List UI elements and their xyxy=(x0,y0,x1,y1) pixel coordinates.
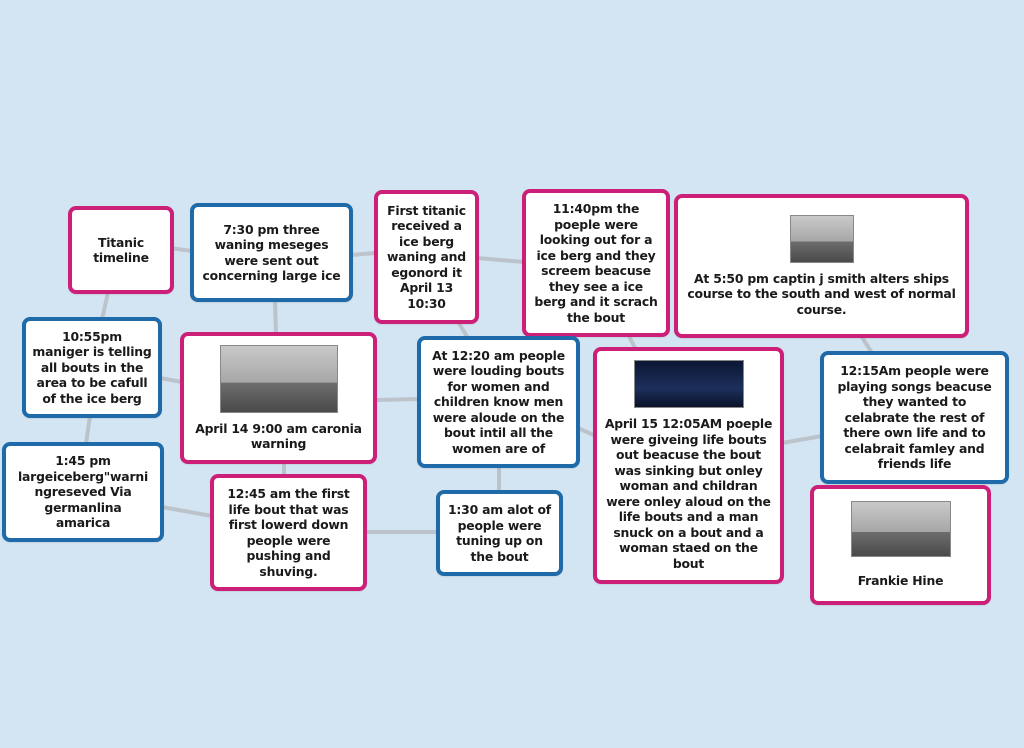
node-text: 10:55pm maniger is telling all bouts in … xyxy=(32,328,152,406)
connector-april14-1220 xyxy=(373,397,422,402)
node-text: 1:30 am alot of people were tuning up on… xyxy=(448,502,551,564)
connector-first-1220 xyxy=(456,320,470,340)
titanic-night-sinking-photo xyxy=(633,360,744,408)
node-text: 1:45 pm largeiceberg"warni ngreseved Via… xyxy=(17,453,149,531)
connector-730-april14 xyxy=(273,298,278,337)
node-text: April 15 12:05AM poeple were giveing lif… xyxy=(604,416,773,571)
connector-title-1055 xyxy=(100,290,110,322)
node-1140pm-iceberg[interactable]: 11:40pm the poeple were looking out for … xyxy=(522,189,670,337)
connector-145-1245 xyxy=(160,505,214,518)
connector-april15-1215 xyxy=(780,434,824,445)
connector-1055-145 xyxy=(84,414,92,446)
node-1220am-loading-boats[interactable]: At 12:20 am people were louding bouts fo… xyxy=(417,336,580,468)
author-name: Frankie Hine xyxy=(857,573,944,589)
node-text: At 5:50 pm captin j smith alters ships c… xyxy=(687,270,956,317)
node-130am-tuning-up[interactable]: 1:30 am alot of people were tuning up on… xyxy=(436,490,563,576)
node-text: 11:40pm the poeple were looking out for … xyxy=(534,201,658,325)
titanic-sinking-photo xyxy=(789,214,854,263)
node-550pm-course-change[interactable]: At 5:50 pm captin j smith alters ships c… xyxy=(674,194,969,338)
node-1245am-first-lifeboat[interactable]: 12:45 am the first life bout that was fi… xyxy=(210,474,367,591)
node-text: 7:30 pm three waning meseges were sent o… xyxy=(202,221,341,284)
titanic-ship-photo xyxy=(219,344,338,413)
node-text: April 14 9:00 am caronia warning xyxy=(195,420,362,452)
connector-1055-april14 xyxy=(158,376,184,384)
titanic-ship-photo xyxy=(850,501,951,558)
node-text: 12:45 am the first life bout that was fi… xyxy=(227,486,350,579)
node-1055pm-manager[interactable]: 10:55pm maniger is telling all bouts in … xyxy=(22,317,162,418)
node-text: 12:15Am people were playing songs beacus… xyxy=(837,363,992,472)
node-first-warning-april13[interactable]: First titanic received a ice berg waning… xyxy=(374,190,479,324)
node-145pm-iceberg-warning[interactable]: 1:45 pm largeiceberg"warni ngreseved Via… xyxy=(2,442,164,542)
node-1215am-songs[interactable]: 12:15Am people were playing songs beacus… xyxy=(820,351,1009,484)
node-titanic-timeline[interactable]: Titanic timeline xyxy=(68,206,174,294)
node-text: Titanic timeline xyxy=(93,234,149,266)
connector-first-1140 xyxy=(475,256,526,264)
node-730pm-warnings[interactable]: 7:30 pm three waning meseges were sent o… xyxy=(190,203,353,302)
node-april14-caronia[interactable]: April 14 9:00 am caronia warning xyxy=(180,332,377,464)
node-april15-1205am[interactable]: April 15 12:05AM poeple were giveing lif… xyxy=(593,347,784,584)
connector-730-first xyxy=(349,251,378,257)
node-author-frankie-hine[interactable]: Frankie Hine xyxy=(810,485,991,605)
node-text: At 12:20 am people were louding bouts fo… xyxy=(432,347,565,456)
node-text: First titanic received a ice berg waning… xyxy=(387,202,466,311)
